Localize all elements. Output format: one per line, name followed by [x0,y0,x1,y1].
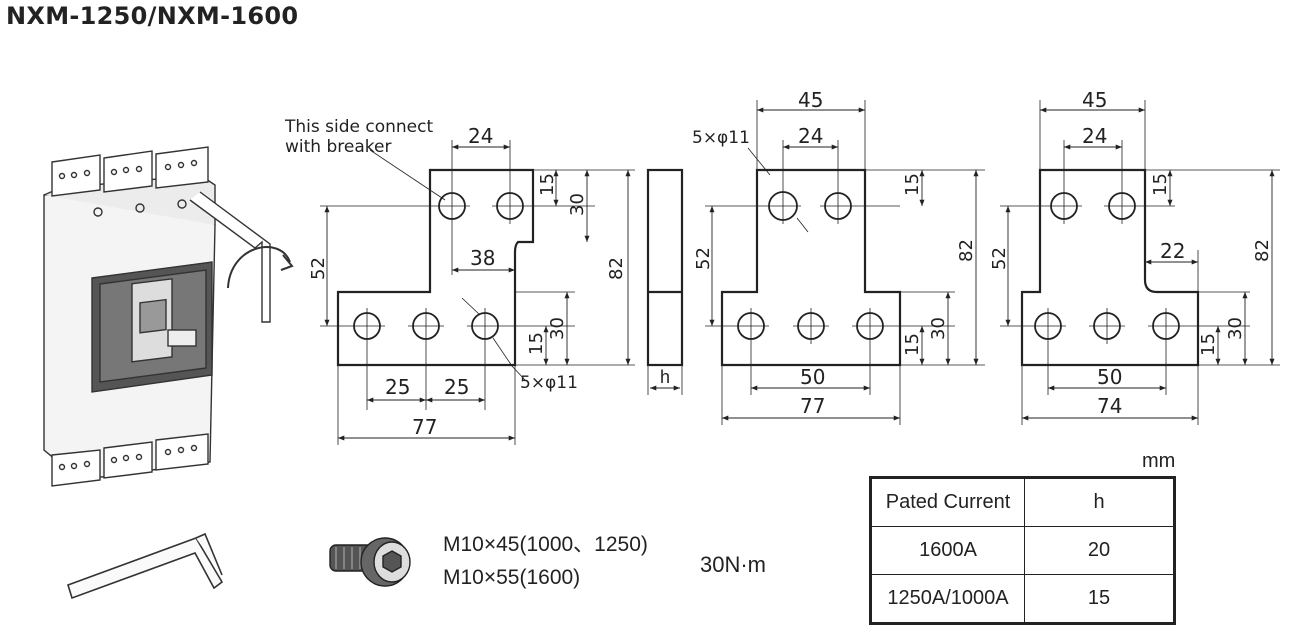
dim-label: 30 [547,317,568,340]
plate-1-labels: This side connect with breaker 24 15 30 … [284,117,627,439]
dim-label: 25 [444,375,469,399]
table-row: 1250A/1000A 15 [870,574,1175,624]
dim-label: 15 [526,332,547,355]
current-thickness-table: Pated Current h 1600A 20 1250A/1000A 15 [869,476,1176,625]
table-cell: 20 [1024,526,1175,575]
table-cell: 15 [1024,574,1175,624]
table-row: 1600A 20 [870,526,1175,575]
dim-label: 45 [798,88,823,112]
bolt-spec-line-1: M10×45(1000、1250) [443,533,648,556]
dim-label: 52 [989,247,1010,270]
dim-label: 82 [606,257,627,280]
circuit-breaker-illustration [43,146,294,487]
dim-label: 50 [800,365,825,389]
dim-label: 24 [798,124,823,148]
dim-label: 15 [902,333,923,356]
bolt-icon [329,537,411,587]
dim-label: 82 [1252,239,1273,262]
busbar-plate-2 [705,100,985,425]
page-title: NXM-1250/NXM-1600 [6,2,299,30]
bolt-spec-line-2: M10×55(1600) [443,566,581,589]
note-text-2: with breaker [285,137,391,157]
hole-spec-label: 5×φ11 [692,128,750,148]
hole-spec-label: 5×φ11 [520,373,578,393]
dim-label: 82 [956,239,977,262]
dim-label: 24 [1082,124,1107,148]
table-header-row: Pated Current h [870,477,1175,527]
dim-label: 77 [800,394,825,418]
dim-label: 30 [1225,317,1246,340]
dim-label: 77 [412,415,437,439]
dim-label: 15 [537,173,558,196]
dim-label: 50 [1097,365,1122,389]
dim-label: 52 [308,257,329,280]
plate-2-labels: 5×φ11 45 24 15 52 82 15 30 50 77 [692,88,977,418]
dim-label: 30 [567,193,588,216]
table-header-cell: Pated Current [870,477,1025,527]
dim-label: 74 [1097,394,1122,418]
unit-label: mm [1142,450,1176,472]
side-view-h-label: h [660,367,670,387]
dim-label: 45 [1082,88,1107,112]
note-text-1: This side connect [284,117,433,137]
dim-label: 15 [1198,333,1219,356]
plate-3-labels: 45 24 15 22 52 82 15 30 50 74 [989,88,1273,418]
dim-label: 24 [468,124,493,148]
dim-label: 15 [1150,173,1171,196]
dim-label: 15 [902,173,923,196]
table-header-cell: h [1024,477,1175,527]
hex-key-icon [67,532,224,600]
busbar-plate-1 [320,140,635,445]
busbar-side-view [646,168,684,395]
table-cell: 1250A/1000A [870,574,1025,624]
dim-label: 25 [385,375,410,399]
table-cell: 1600A [870,526,1025,575]
dim-label: 38 [470,246,495,270]
torque-spec: 30N·m [700,552,767,577]
dim-label: 52 [693,247,714,270]
dim-label: 22 [1160,239,1185,263]
busbar-plate-3 [1000,100,1280,425]
dim-label: 30 [928,317,949,340]
